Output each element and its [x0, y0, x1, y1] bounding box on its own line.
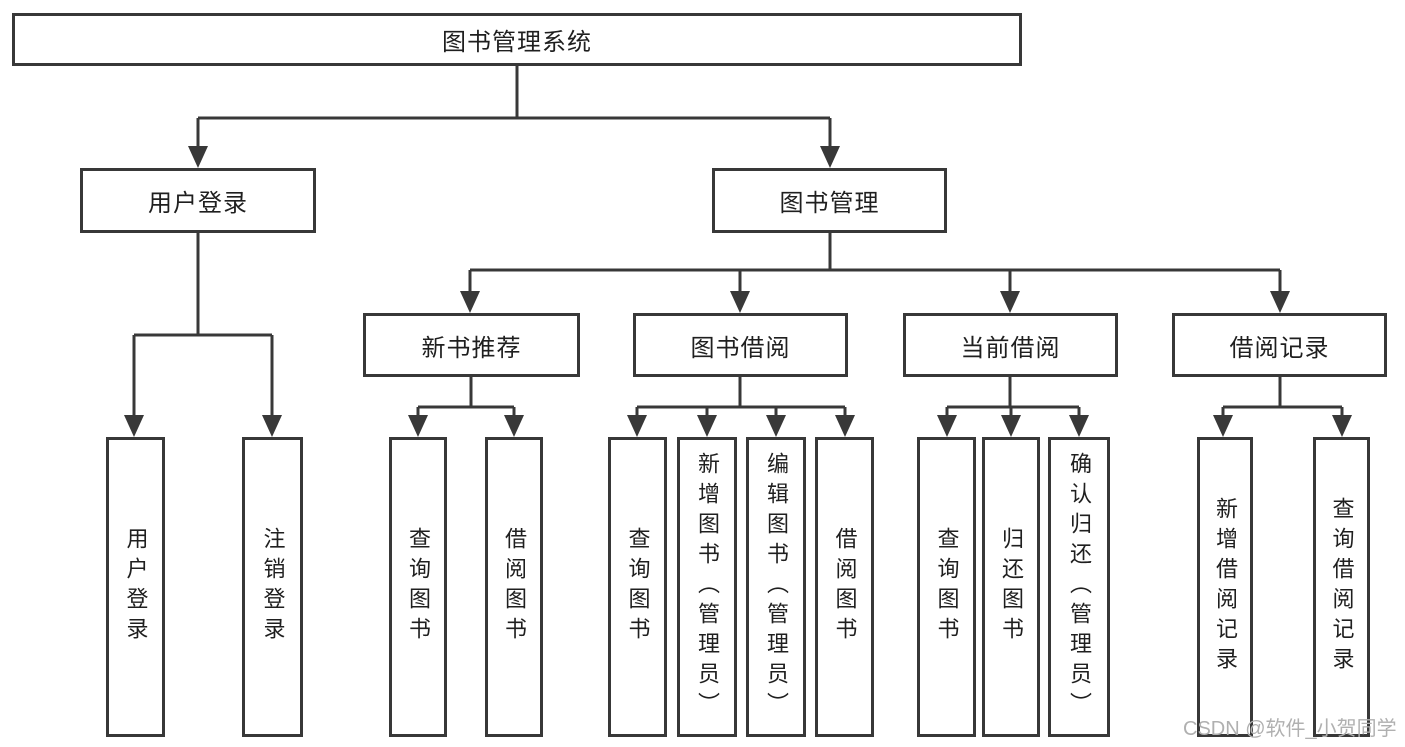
node-borrowing-records: 借阅记录	[1172, 313, 1387, 377]
node-leaf-query-books-newbook: 查询图书	[389, 437, 447, 737]
node-label: 图书借阅	[690, 334, 791, 362]
node-label: 归还图书	[999, 527, 1024, 647]
node-label: 借阅记录	[1229, 334, 1330, 362]
node-label: 编辑图书（管理员）	[764, 452, 789, 722]
node-leaf-edit-books-admin: 编辑图书（管理员）	[746, 437, 806, 737]
node-new-book-recommend: 新书推荐	[363, 313, 580, 377]
node-label: 新增借阅记录	[1213, 497, 1238, 677]
node-book-borrowing: 图书借阅	[633, 313, 848, 377]
node-label: 图书管理	[779, 190, 880, 217]
node-label: 用户登录	[148, 190, 248, 217]
node-leaf-add-borrow-record: 新增借阅记录	[1197, 437, 1253, 737]
connector-borrow-to-leaves	[635, 377, 847, 417]
node-leaf-user-login: 用户登录	[106, 437, 165, 737]
node-leaf-query-books-borrow: 查询图书	[608, 437, 667, 737]
node-leaf-confirm-return-admin: 确认归还（管理员）	[1048, 437, 1110, 737]
node-label: 确认归还（管理员）	[1067, 452, 1092, 722]
node-leaf-query-books-current: 查询图书	[917, 437, 976, 737]
node-leaf-query-borrow-record: 查询借阅记录	[1313, 437, 1370, 737]
csdn-watermark: CSDN @软件_小贺同学	[1183, 718, 1397, 740]
node-label: 当前借阅	[960, 334, 1061, 362]
connector-root-to-level2	[196, 66, 832, 148]
node-label: 新增图书（管理员）	[695, 452, 720, 722]
node-current-borrowing: 当前借阅	[903, 313, 1118, 377]
node-library-management-system: 图书管理系统	[12, 13, 1022, 66]
node-label: 用户登录	[123, 527, 149, 647]
node-label: 注销登录	[260, 527, 286, 647]
connector-records-to-leaves	[1221, 377, 1344, 417]
node-label: 查询图书	[406, 527, 431, 647]
node-label: 借阅图书	[502, 527, 527, 647]
node-label: 查询图书	[625, 527, 651, 647]
node-label: 借阅图书	[832, 527, 858, 647]
node-leaf-add-books-admin: 新增图书（管理员）	[677, 437, 737, 737]
connector-bookmgmt-to-level3	[468, 233, 1282, 293]
node-book-management: 图书管理	[712, 168, 947, 233]
node-leaf-borrow-books-newbook: 借阅图书	[485, 437, 543, 737]
node-user-login: 用户登录	[80, 168, 316, 233]
node-label: 查询借阅记录	[1329, 497, 1355, 677]
node-label: 新书推荐	[421, 334, 522, 362]
node-leaf-return-books: 归还图书	[982, 437, 1040, 737]
connector-userlogin-to-leaves	[132, 233, 274, 417]
connector-newbook-to-leaves	[416, 377, 516, 417]
node-leaf-borrow-books-borrow: 借阅图书	[815, 437, 874, 737]
connector-current-to-leaves	[945, 377, 1081, 417]
node-leaf-logout: 注销登录	[242, 437, 303, 737]
node-label: 查询图书	[934, 527, 960, 647]
node-label: 图书管理系统	[442, 29, 592, 56]
